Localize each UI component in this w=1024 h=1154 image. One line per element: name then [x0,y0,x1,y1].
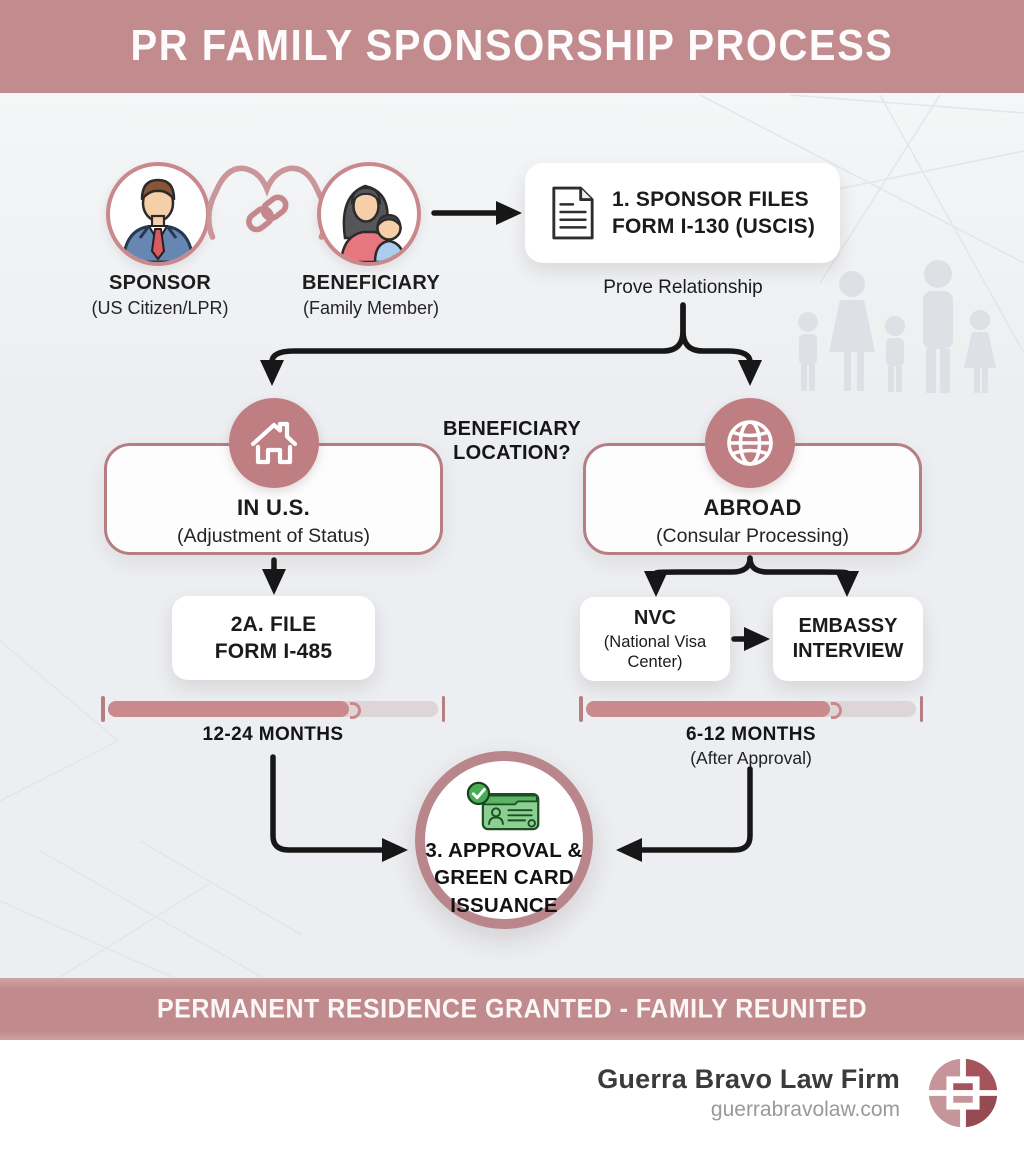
beneficiary-sublabel: (Family Member) [302,298,439,318]
timeline-fill [586,701,843,719]
document-icon [552,186,594,240]
us-title: IN U.S. [237,495,310,520]
decision-line1: BENEFICIARY [442,418,582,440]
abroad-branch-node [705,398,795,488]
final-line1: 3. APPROVAL & [425,838,583,862]
final-title: 3. APPROVAL & GREEN CARD ISSUANCE [425,837,582,920]
abroad-title: ABROAD [703,495,802,520]
result-banner-text: PERMANENT RESIDENCE GRANTED - FAMILY REU… [156,993,868,1024]
us-branch-node [229,398,319,488]
check-badge-icon [466,781,491,806]
nvc-title: NVC [633,606,677,629]
step1-title-line2: FORM I-130 (USCIS) [611,215,816,238]
sponsor-sublabel: (US Citizen/LPR) [91,298,229,318]
globe-icon [727,420,773,466]
us-timeline-label: 12-24 MONTHS [202,724,344,745]
beneficiary-label: BENEFICIARY [301,272,441,294]
nvc-sub-line2: Center) [627,652,683,671]
timeline-tick [919,696,923,722]
step2a-line2: FORM I-485 [214,640,333,663]
guerra-bravo-logo-icon [928,1058,998,1128]
nvc-card: NVC (National Visa Center) [580,597,730,681]
arrow-split-right [680,302,762,386]
sponsor-avatar [106,162,210,266]
heart-chain-icon [207,165,327,240]
embassy-card: EMBASSY INTERVIEW [773,597,923,681]
sponsor-label: SPONSOR [108,272,212,294]
result-banner: PERMANENT RESIDENCE GRANTED - FAMILY REU… [0,978,1024,1040]
footer: Guerra Bravo Law Firm guerrabravolaw.com [0,1040,1024,1154]
page-title: PR FAMILY SPONSORSHIP PROCESS [130,22,894,70]
timeline-tick [579,696,583,722]
step2a-line1: 2A. FILE [230,613,317,636]
abroad-timeline-bar [579,696,923,722]
timeline-track [108,701,438,719]
beneficiary-avatar [317,162,421,266]
final-line3: ISSUANCE [450,893,558,917]
timeline-tick [101,696,105,722]
brand-text-block: Guerra Bravo Law Firm guerrabravolaw.com [597,1064,900,1122]
abroad-subtitle: (Consular Processing) [656,525,849,547]
timeline-fill [108,701,361,719]
arrow-abroad-to-embassy [747,555,859,597]
nvc-text: NVC (National Visa Center) [604,607,706,672]
green-card-icon [466,781,540,831]
decision-line2: LOCATION? [453,441,571,464]
sponsor-label-block: SPONSOR (US Citizen/LPR) [60,272,260,319]
step1-card: 1. SPONSOR FILES FORM I-130 (USCIS) [525,163,840,263]
brand-name: Guerra Bravo Law Firm [597,1064,900,1094]
final-line2: GREEN CARD [434,866,574,889]
us-timeline-bar [101,696,445,722]
step1-title-line1: 1. SPONSOR FILES [611,188,809,211]
arrow-us-to-final [270,754,408,862]
step1-title: 1. SPONSOR FILES FORM I-130 (USCIS) [612,186,815,240]
embassy-line2: INTERVIEW [792,640,904,662]
brand-website: guerrabravolaw.com [710,1098,900,1121]
prove-relationship-note: Prove Relationship [603,277,763,298]
header-banner: PR FAMILY SPONSORSHIP PROCESS [0,0,1024,93]
timeline-tick [441,696,445,722]
man-in-suit-icon [121,178,195,262]
nvc-sub-line1: (National Visa [603,632,707,651]
beneficiary-label-block: BENEFICIARY (Family Member) [271,272,471,319]
abroad-timeline-label: 6-12 MONTHS (After Approval) [685,724,817,768]
timeline-track [586,701,916,719]
step2a-title: 2A. FILE FORM I-485 [215,611,333,665]
decision-label: BENEFICIARY LOCATION? [362,418,662,465]
final-approval-node: 3. APPROVAL & GREEN CARD ISSUANCE [415,751,593,929]
embassy-text: EMBASSY INTERVIEW [793,614,904,664]
us-subtitle: (Adjustment of Status) [177,525,370,547]
embassy-line1: EMBASSY [798,615,898,637]
step2a-card: 2A. FILE FORM I-485 [172,596,375,680]
house-icon [250,421,298,465]
arrow-abroad-to-final [616,766,753,862]
woman-with-child-icon [339,184,407,262]
arrow-abroad-to-nvc [644,555,753,597]
